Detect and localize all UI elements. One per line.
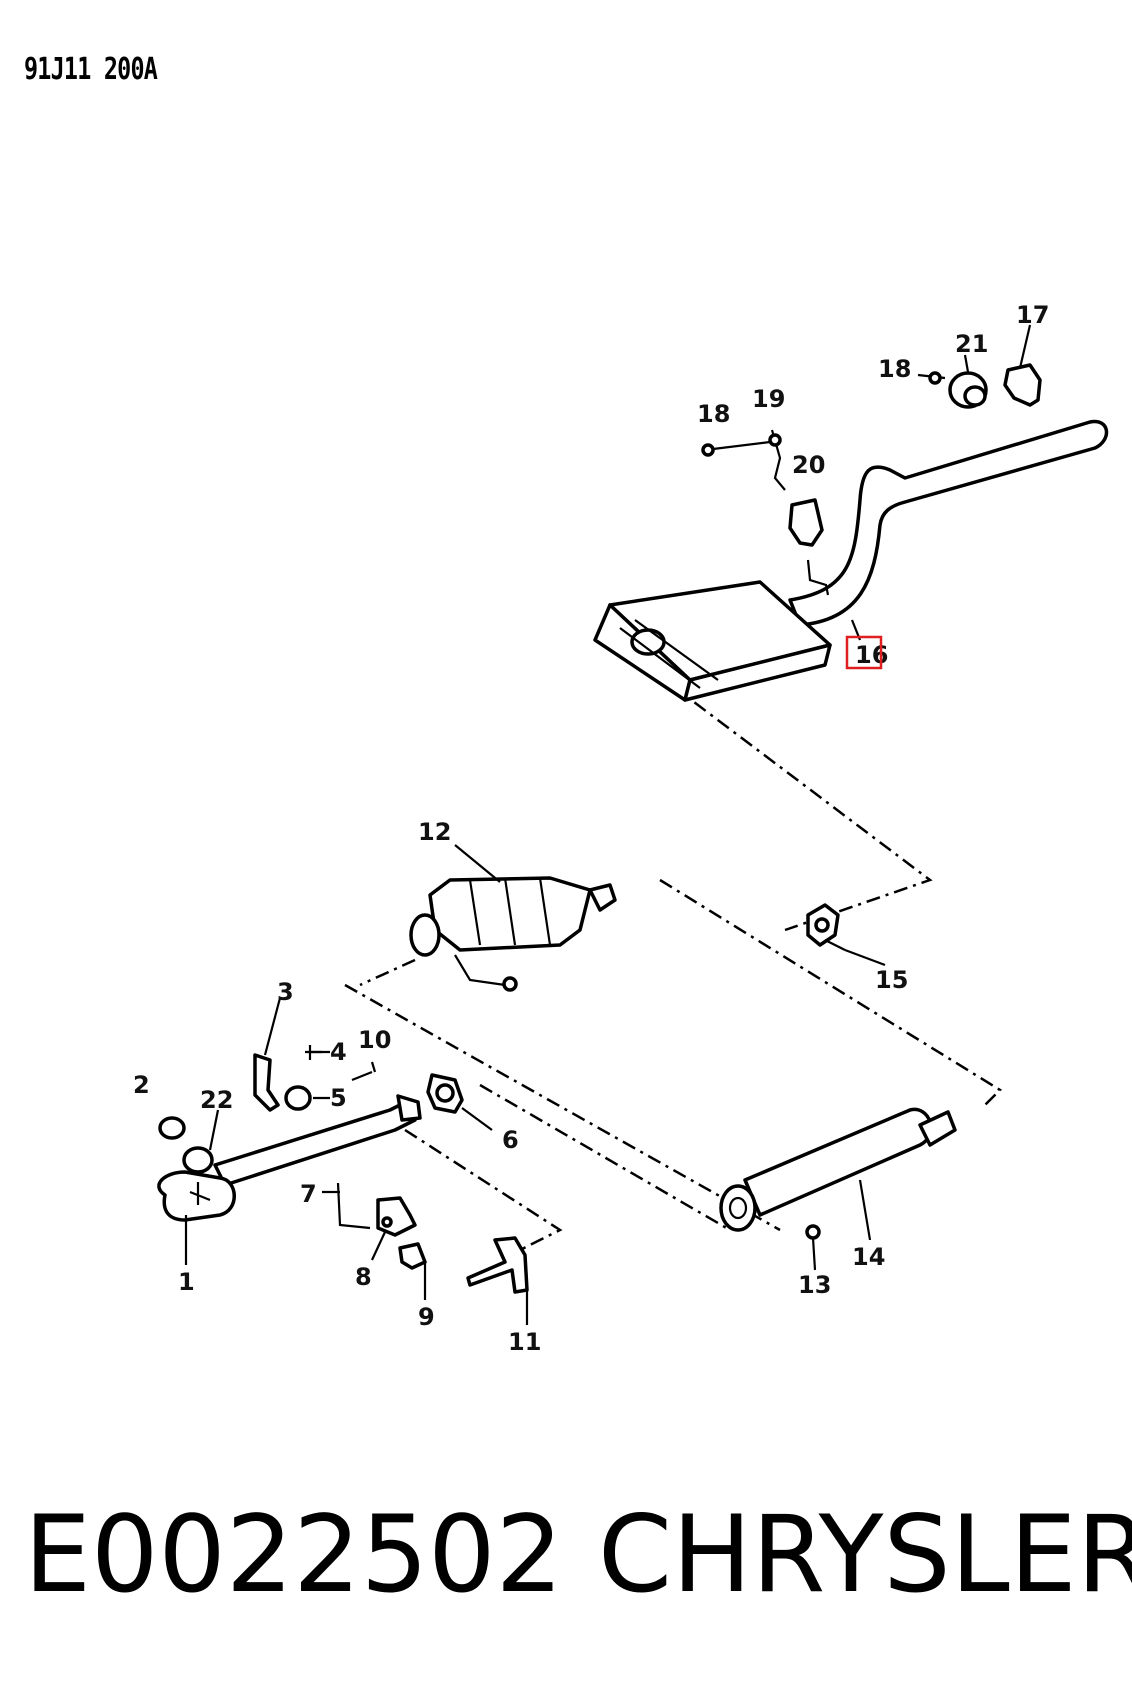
- callout-15: 15: [875, 966, 908, 994]
- clamp-13: [805, 1224, 821, 1240]
- bracket-8: [376, 1196, 417, 1237]
- flange-6: [396, 1073, 464, 1122]
- nut-5: [284, 1085, 312, 1111]
- callout-14: 14: [852, 1243, 885, 1271]
- bracket-17: [1003, 363, 1042, 407]
- clamp-15: [806, 903, 846, 951]
- diagram-code: 91J11 200A: [24, 52, 158, 87]
- callout-5: 5: [330, 1084, 347, 1112]
- callout-9: 9: [418, 1303, 435, 1331]
- bolt-18-upper: [917, 371, 946, 385]
- callout-4: 4: [330, 1038, 347, 1066]
- callout-18-lower: 18: [697, 400, 730, 428]
- callout-22: 22: [200, 1086, 233, 1114]
- callout-2: 2: [133, 1071, 150, 1099]
- gasket-2: [158, 1116, 186, 1140]
- callout-20: 20: [792, 451, 825, 479]
- callout-8: 8: [355, 1263, 372, 1291]
- callout-18-upper: 18: [878, 355, 911, 383]
- bolt-18-lower: [701, 440, 771, 457]
- exhaust-pipe-1: [157, 1098, 417, 1222]
- resonator-14: [719, 1107, 957, 1232]
- callout-13: 13: [798, 1271, 831, 1299]
- catalytic-converter-12: [409, 876, 617, 992]
- bracket-3: [253, 1053, 280, 1112]
- clamp-19: [768, 429, 786, 491]
- assembly-dash-lines: [344, 649, 1003, 1262]
- stud-10: [351, 1070, 373, 1082]
- manufacturer-name: CHRYSLER: [598, 1493, 1132, 1616]
- footer-caption: E0022502 CHRYSLER: [24, 1490, 1132, 1620]
- bolt-7: [336, 1182, 371, 1230]
- callout-1: 1: [178, 1268, 195, 1296]
- callout-11: 11: [508, 1328, 541, 1356]
- insulator-21: [948, 371, 988, 409]
- callout-21: 21: [955, 330, 988, 358]
- callout-19: 19: [752, 385, 785, 413]
- part-number: E0022502: [24, 1493, 564, 1616]
- callout-labels: 1 2 3 4 5 6 7 8 9 10 11 12 13 14 15 16 1…: [133, 301, 1049, 1356]
- callout-12: 12: [418, 818, 451, 846]
- insulator-9: [398, 1242, 427, 1270]
- tailpipe: [788, 419, 1109, 627]
- callout-6: 6: [502, 1126, 519, 1154]
- callout-10: 10: [358, 1026, 391, 1054]
- callout-3: 3: [277, 978, 294, 1006]
- callout-17: 17: [1016, 301, 1049, 329]
- hanger-20: [788, 498, 830, 596]
- callout-7: 7: [300, 1180, 317, 1208]
- muffler-16: [593, 580, 832, 702]
- leader-lines: [184, 324, 1032, 1325]
- callout-16-highlight: [845, 635, 883, 670]
- bracket-11: [466, 1236, 529, 1294]
- callout-16: 16: [855, 641, 888, 669]
